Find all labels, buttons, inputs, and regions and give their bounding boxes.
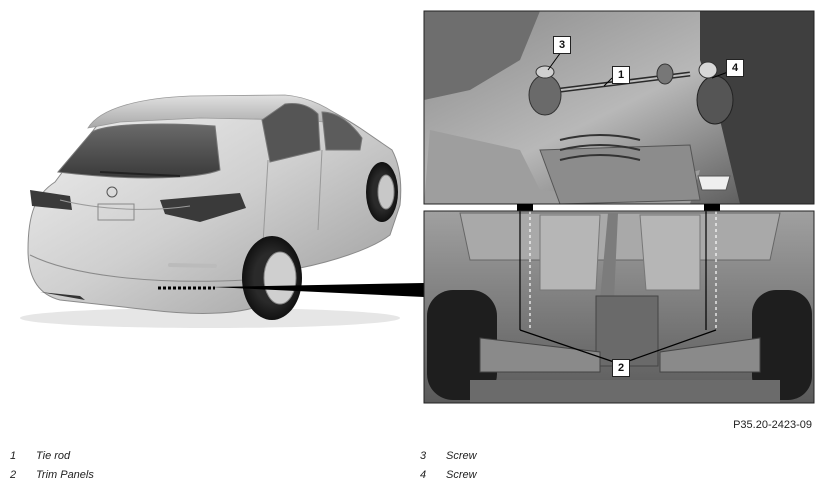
legend-label: Trim Panels (36, 469, 94, 481)
car-illustration (20, 94, 402, 328)
detail-photo-top (423, 10, 815, 205)
callout-label-3: 3 (553, 36, 571, 54)
detail-photo-bottom (423, 204, 815, 404)
legend-label: Screw (446, 450, 477, 462)
legend-item: 2 Trim Panels (10, 469, 94, 481)
callout-label-1: 1 (612, 66, 630, 84)
diagram-figure (20, 10, 815, 404)
callout-label-2: 2 (612, 359, 630, 377)
legend-number: 1 (10, 450, 17, 462)
legend-number: 4 (420, 469, 427, 481)
legend-item: 4 Screw (420, 469, 477, 481)
diagram-drawing (20, 10, 815, 404)
legend-label: Tie rod (36, 450, 71, 462)
legend-item: 3 Screw (420, 450, 477, 462)
pointer-wedge (212, 283, 424, 297)
legend-number: 2 (10, 469, 17, 481)
legend-number: 3 (420, 450, 427, 462)
legend-item: 1 Tie rod (10, 450, 70, 462)
callout-label-4: 4 (726, 59, 744, 77)
legend-label: Screw (446, 469, 477, 481)
figure-reference-code: P35.20-2423-09 (733, 419, 812, 431)
